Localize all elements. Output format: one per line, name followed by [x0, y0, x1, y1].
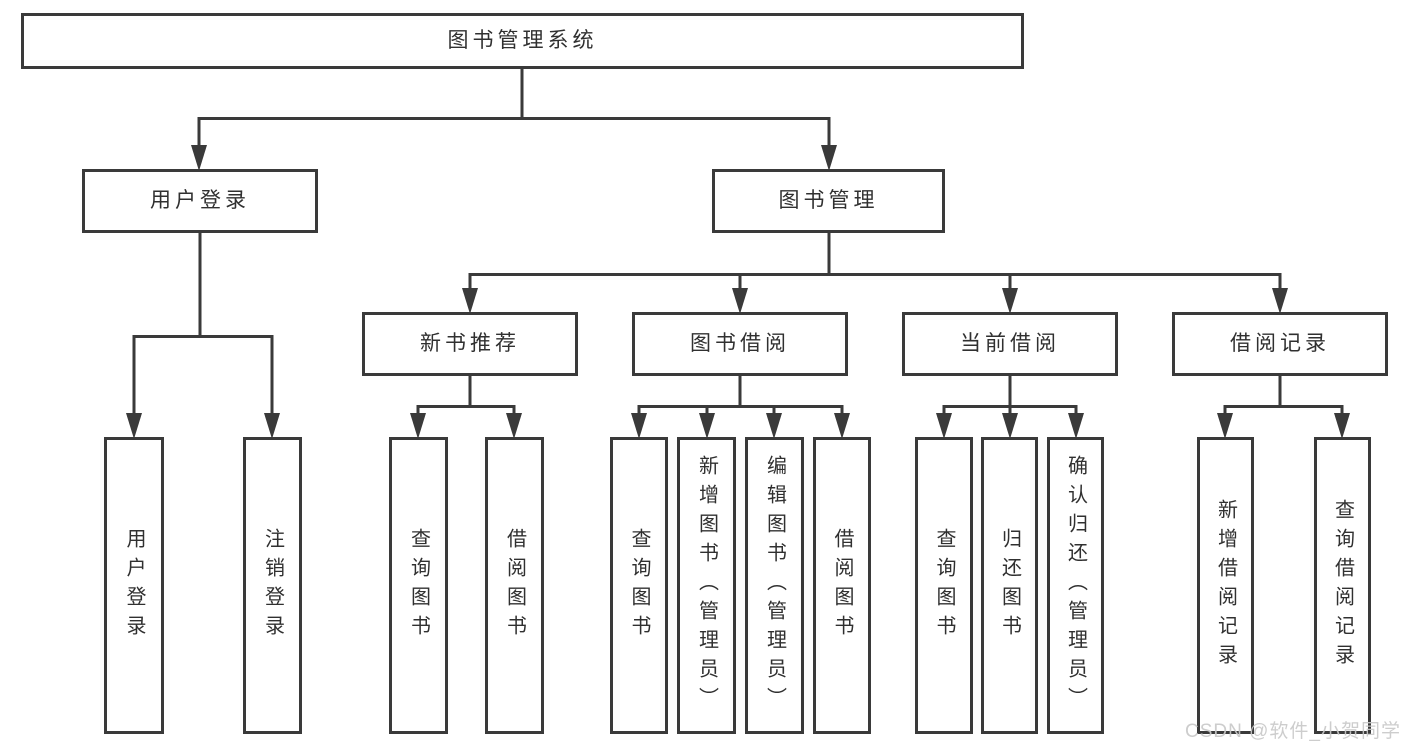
node-book-management: 图书管理	[712, 169, 945, 233]
node-new-book-recommendation: 新书推荐	[362, 312, 578, 376]
leaf-label: 注销登录	[261, 527, 284, 644]
leaf-label: 新增图书（管理员）	[695, 455, 718, 716]
node-query-books-borrowing: 查询图书	[610, 437, 668, 734]
leaf-label: 新增借阅记录	[1214, 498, 1237, 673]
node-logout-leaf: 注销登录	[243, 437, 302, 734]
node-user-login-leaf: 用户登录	[104, 437, 164, 734]
leaf-label: 查询借阅记录	[1331, 498, 1354, 673]
leaf-label: 借阅图书	[503, 527, 526, 644]
node-query-books-current: 查询图书	[915, 437, 973, 734]
node-user-login: 用户登录	[82, 169, 318, 233]
node-return-books: 归还图书	[981, 437, 1038, 734]
leaf-label: 查询图书	[628, 527, 650, 644]
node-query-borrow-record: 查询借阅记录	[1314, 437, 1371, 734]
leaf-label: 编辑图书（管理员）	[763, 455, 786, 716]
node-book-borrowing: 图书借阅	[632, 312, 848, 376]
node-borrow-books-recommend: 借阅图书	[485, 437, 544, 734]
node-current-borrowing: 当前借阅	[902, 312, 1118, 376]
node-add-books-admin: 新增图书（管理员）	[677, 437, 736, 734]
node-confirm-return-admin: 确认归还（管理员）	[1047, 437, 1104, 734]
leaf-label: 借阅图书	[831, 527, 853, 644]
node-add-borrow-record: 新增借阅记录	[1197, 437, 1254, 734]
node-query-books-recommend: 查询图书	[389, 437, 448, 734]
leaf-label: 归还图书	[998, 527, 1021, 644]
leaf-label: 用户登录	[123, 527, 145, 644]
leaf-label: 查询图书	[933, 527, 955, 644]
leaf-label: 确认归还（管理员）	[1064, 455, 1087, 716]
leaf-label: 查询图书	[407, 527, 430, 644]
node-borrow-books-borrowing: 借阅图书	[813, 437, 871, 734]
node-edit-books-admin: 编辑图书（管理员）	[745, 437, 804, 734]
node-system-root: 图书管理系统	[21, 13, 1024, 69]
node-borrowing-records: 借阅记录	[1172, 312, 1388, 376]
